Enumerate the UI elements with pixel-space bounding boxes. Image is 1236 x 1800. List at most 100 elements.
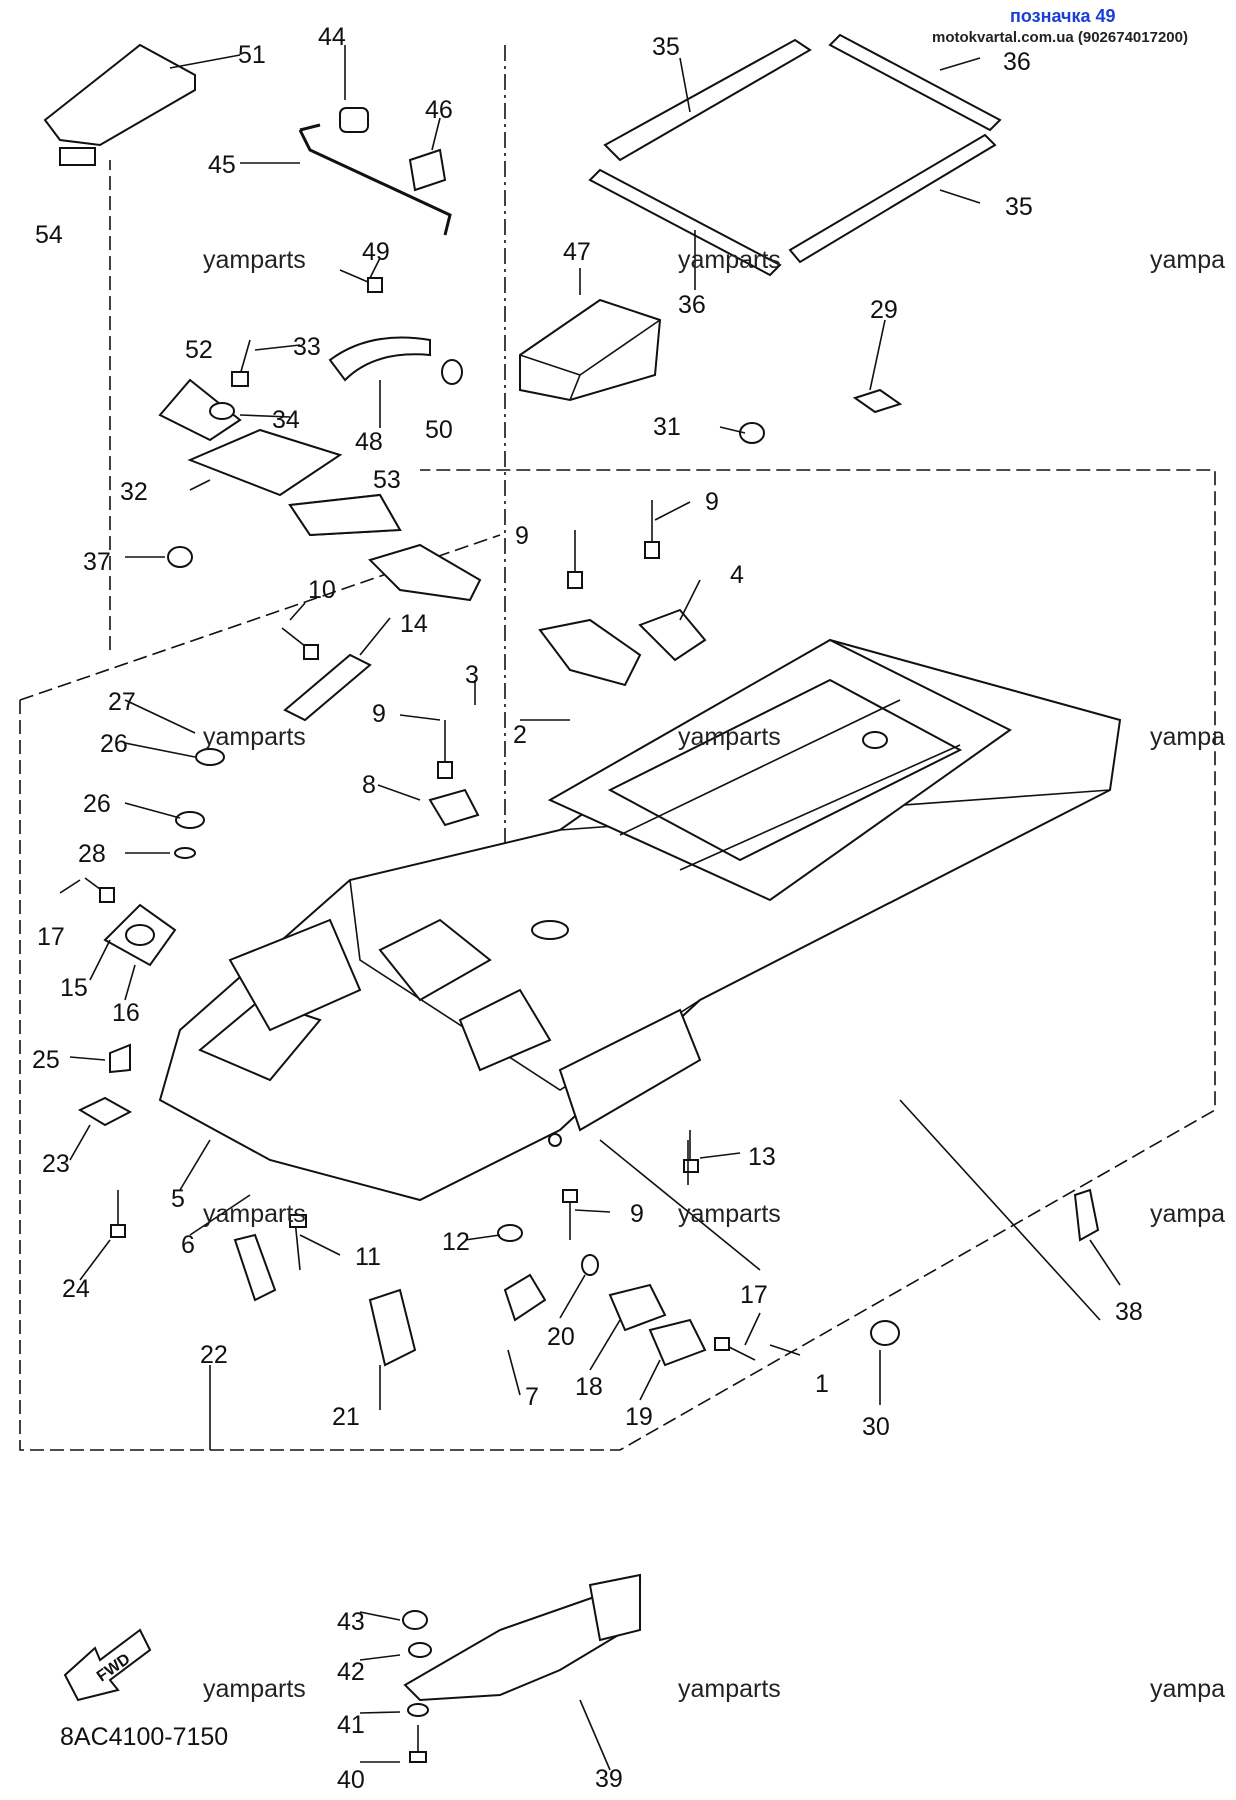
label-3: 3: [465, 661, 479, 689]
label-14: 14: [400, 610, 428, 638]
watermark-cut: yampa: [1150, 246, 1225, 274]
label-44: 44: [318, 23, 346, 51]
label-20: 20: [547, 1323, 575, 1351]
label-6: 6: [181, 1231, 195, 1259]
label-22: 22: [200, 1341, 228, 1369]
label-46: 46: [425, 96, 453, 124]
watermark: yamparts: [678, 1675, 781, 1703]
part-25-23: [77, 1043, 133, 1127]
label-19: 19: [625, 1403, 653, 1431]
label-7: 7: [525, 1383, 539, 1411]
label-32: 32: [120, 478, 148, 506]
label-2: 2: [513, 721, 527, 749]
slide-rails: [588, 33, 1002, 277]
label-35a: 35: [652, 33, 680, 61]
label-9c: 9: [372, 700, 386, 728]
label-47: 47: [563, 238, 591, 266]
label-10: 10: [308, 576, 336, 604]
main-frame: [158, 638, 1122, 1202]
right-parts: [687, 1140, 1100, 1346]
label-11: 11: [355, 1243, 381, 1271]
watermark-cut: yampa: [1150, 1200, 1225, 1228]
label-21: 21: [332, 1403, 360, 1431]
leader-lines: [59, 45, 1121, 1771]
label-28: 28: [78, 840, 106, 868]
label-54: 54: [35, 221, 63, 249]
label-26a: 26: [100, 730, 128, 758]
part-3-bracket: [368, 543, 482, 602]
label-9d: 9: [630, 1200, 644, 1228]
badge-text: позначка 49: [1010, 6, 1116, 26]
watermarks: yamparts yamparts yampa yamparts yampart…: [203, 246, 1225, 1703]
part-47-box: [519, 298, 662, 402]
site-text: motokvartal.com.ua (902674017200): [932, 29, 1188, 46]
label-17b: 17: [740, 1281, 768, 1309]
watermark: yamparts: [678, 723, 781, 751]
label-43: 43: [337, 1608, 365, 1636]
part-4-bracket: [638, 608, 707, 662]
label-17a: 17: [37, 923, 65, 951]
label-42: 42: [337, 1658, 365, 1686]
label-24: 24: [62, 1275, 90, 1303]
label-9a: 9: [515, 522, 529, 550]
label-18: 18: [575, 1373, 603, 1401]
part-labels: 1 2 3 4 5 6 7 8 9 9 9 9 9 10 11 12 13 14…: [32, 23, 1143, 1794]
label-29: 29: [870, 296, 898, 324]
part-15-16: [103, 903, 177, 967]
watermark-cut: yampa: [1150, 1675, 1225, 1703]
label-13: 13: [748, 1143, 776, 1171]
label-45: 45: [208, 151, 236, 179]
label-23: 23: [42, 1150, 70, 1178]
diagram-code: 8AC4100-7150: [60, 1723, 228, 1751]
part-48-strap: [328, 336, 431, 382]
label-49: 49: [362, 238, 390, 266]
label-27: 27: [108, 688, 136, 716]
label-38: 38: [1115, 1298, 1143, 1326]
label-41: 41: [337, 1711, 365, 1739]
label-5: 5: [171, 1185, 185, 1213]
frame-outline: [19, 45, 1216, 1451]
part-45-rod: [298, 123, 452, 236]
label-36b: 36: [678, 291, 706, 319]
label-35b: 35: [1005, 193, 1033, 221]
small-parts: [167, 388, 903, 568]
label-25: 25: [32, 1046, 60, 1074]
label-12: 12: [442, 1228, 470, 1256]
label-50: 50: [425, 416, 453, 444]
watermark: yamparts: [203, 246, 306, 274]
label-33: 33: [293, 333, 321, 361]
label-36a: 36: [1003, 48, 1031, 76]
label-30: 30: [862, 1413, 890, 1441]
label-26b: 26: [83, 790, 111, 818]
part-8-clamp: [428, 788, 480, 827]
label-16: 16: [112, 999, 140, 1027]
label-1: 1: [815, 1370, 829, 1398]
label-51: 51: [238, 41, 266, 69]
washers-left: [174, 748, 225, 859]
label-37: 37: [83, 548, 111, 576]
label-8: 8: [362, 771, 376, 799]
watermark: yamparts: [678, 1200, 781, 1228]
part-46-clip: [408, 148, 447, 192]
label-34: 34: [272, 406, 300, 434]
fwd-arrow: FWD: [63, 1628, 152, 1702]
label-9b: 9: [705, 488, 719, 516]
watermark: yamparts: [203, 1675, 306, 1703]
lower-brackets: [233, 1224, 707, 1367]
part-44-nut: [339, 107, 369, 133]
part-50-washer: [441, 359, 463, 385]
watermark: yamparts: [203, 1200, 306, 1228]
label-4: 4: [730, 561, 744, 589]
label-39: 39: [595, 1765, 623, 1793]
bolts: [84, 269, 756, 1361]
label-53: 53: [373, 466, 401, 494]
label-15: 15: [60, 974, 88, 1002]
watermark: yamparts: [678, 246, 781, 274]
watermark: yamparts: [203, 723, 306, 751]
label-40: 40: [337, 1766, 365, 1794]
label-52: 52: [185, 336, 213, 364]
part-14-plate: [283, 653, 372, 722]
watermark-cut: yampa: [1150, 723, 1225, 751]
part-51-bracket: [43, 43, 196, 166]
